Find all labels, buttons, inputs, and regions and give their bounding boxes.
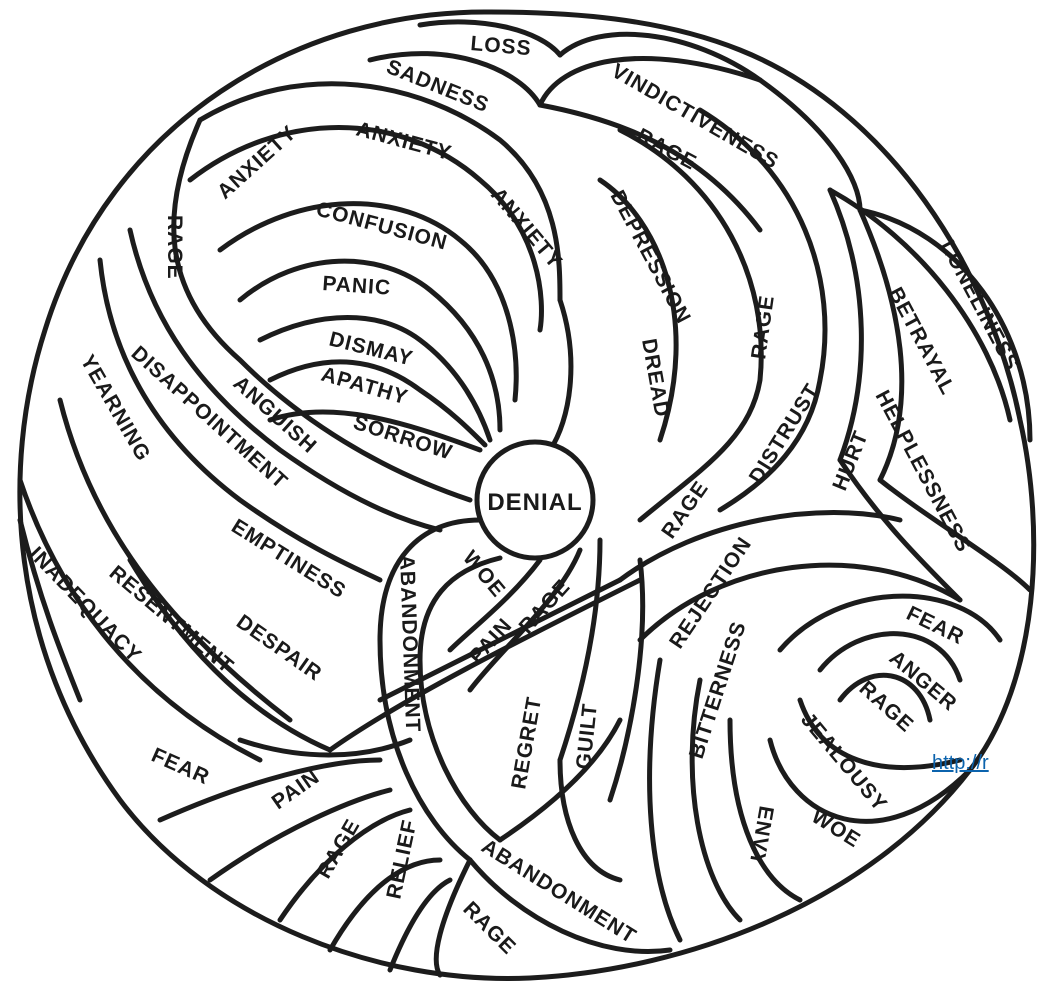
label-loss: LOSS (470, 32, 533, 60)
center-circle (474, 439, 596, 561)
center-label-denial: DENIAL (487, 489, 582, 516)
source-link[interactable]: http://r (932, 752, 989, 774)
label-rage: RAGE (163, 215, 186, 280)
label-panic: PANIC (322, 272, 392, 300)
